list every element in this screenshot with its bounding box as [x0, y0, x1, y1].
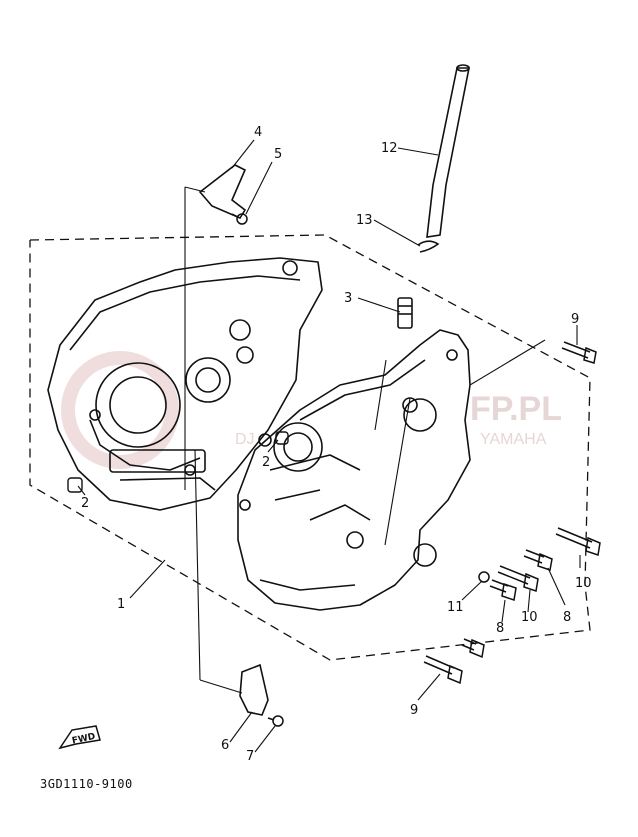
callout-10-upper: 10: [575, 576, 592, 591]
watermark-text-sub-left: DJ: [235, 431, 255, 448]
callout-10-lower: 10: [521, 610, 538, 625]
hose-clip: [417, 240, 440, 253]
leader-lines: [77, 139, 581, 753]
callout-8-lower: 8: [496, 621, 504, 636]
callout-2-right: 2: [262, 455, 270, 470]
watermark-text-sub: YAMAHA: [480, 431, 547, 448]
screw-upper: [231, 213, 248, 225]
callout-labels: 4 5 12 13 3 9 2 2 1 10 8 10 11 8 9 6 7: [81, 125, 592, 764]
bolt-9-lower: [423, 655, 463, 685]
callout-4: 4: [254, 125, 262, 140]
retainer-plate-upper: [198, 164, 247, 220]
callout-9-upper: 9: [571, 312, 579, 327]
watermark-logo-ring: [61, 351, 179, 469]
dowel-pin-right: [275, 431, 289, 445]
fwd-label: FWD: [71, 732, 96, 747]
bolts: [423, 341, 601, 685]
fwd-arrow-icon: FWD: [58, 725, 101, 750]
retainer-plate-lower: [239, 663, 269, 716]
bolt-8-upper: [523, 549, 553, 571]
callout-7: 7: [246, 749, 254, 764]
callout-9-lower: 9: [410, 703, 418, 718]
bolt-8-lower: [489, 579, 517, 601]
bolt-9-upper: [561, 341, 597, 364]
callout-8-upper: 8: [563, 610, 571, 625]
callout-12: 12: [381, 141, 398, 156]
assembly-group-outline: [29, 234, 591, 661]
callout-11: 11: [447, 600, 464, 615]
callout-13: 13: [356, 213, 373, 228]
washer: [478, 571, 490, 583]
callout-6: 6: [221, 738, 229, 753]
bolt-10-upper: [555, 527, 601, 556]
crankcase-left-half: [47, 257, 323, 511]
crankcase-right-half: [237, 329, 471, 611]
breather-hose: [426, 64, 470, 238]
callout-3: 3: [344, 291, 352, 306]
dowel-pin-left: [67, 477, 83, 493]
bolt-8-small: [461, 638, 485, 659]
bolt-10-lower: [497, 565, 539, 592]
watermark-text-main: FP.PL: [470, 390, 562, 428]
screw-lower: [267, 715, 284, 727]
callout-2-left: 2: [81, 496, 89, 511]
callout-1: 1: [117, 597, 125, 612]
diagram-code: 3GD1110-9100: [40, 777, 133, 791]
breather-fitting: [397, 297, 413, 329]
watermark: FP.PL YAMAHA DJ: [61, 351, 562, 469]
callout-5: 5: [274, 147, 282, 162]
